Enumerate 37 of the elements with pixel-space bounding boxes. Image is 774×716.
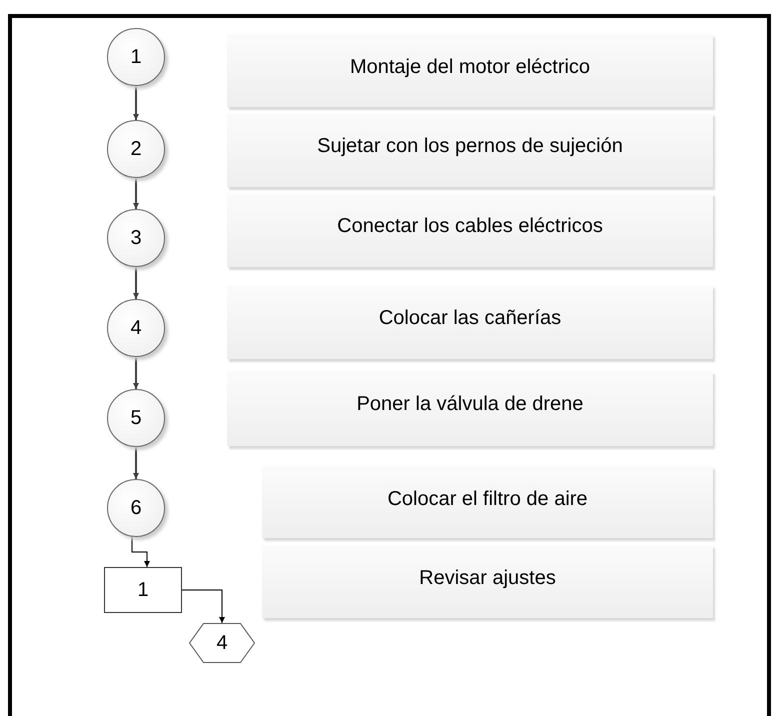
step-number: 3 [130, 226, 142, 250]
process-box [104, 567, 182, 613]
step-panel [262, 466, 713, 538]
step-number: 1 [137, 578, 149, 602]
arrow [133, 357, 139, 389]
step-number: 4 [216, 632, 228, 654]
arrow [182, 590, 225, 624]
step-number-circle [107, 389, 165, 447]
step-number-circle [107, 209, 165, 267]
step-number: 6 [130, 496, 142, 520]
step-description: Colocar el filtro de aire [387, 488, 588, 511]
step-number: 4 [130, 316, 142, 340]
arrow [133, 447, 139, 479]
step-panel [262, 545, 713, 618]
step-number: 2 [130, 138, 142, 160]
arrow [132, 536, 150, 568]
step-number: 1 [130, 46, 142, 68]
step-number: 5 [130, 406, 142, 430]
step-number-circle [107, 299, 165, 357]
arrow [133, 178, 139, 209]
step-panel [227, 34, 713, 107]
step-number-circle [107, 28, 165, 86]
arrow [133, 86, 139, 120]
step-description: Montaje del motor eléctrico [350, 56, 590, 79]
arrow [133, 267, 139, 299]
step-panel [227, 285, 713, 359]
step-description: Conectar los cables eléctricos [337, 215, 603, 238]
step-number-circle [107, 120, 165, 178]
step-panel [227, 193, 713, 267]
step-panel [227, 371, 713, 446]
step-description: Sujetar con los pernos de sujeción [317, 135, 623, 158]
step-description: Poner la válvula de drene [356, 393, 584, 416]
step-description: Colocar las cañerías [378, 307, 562, 330]
step-description: Revisar ajustes [419, 567, 556, 590]
connector-hexagon [189, 623, 255, 663]
step-number-circle [107, 479, 165, 537]
step-panel [227, 113, 713, 187]
